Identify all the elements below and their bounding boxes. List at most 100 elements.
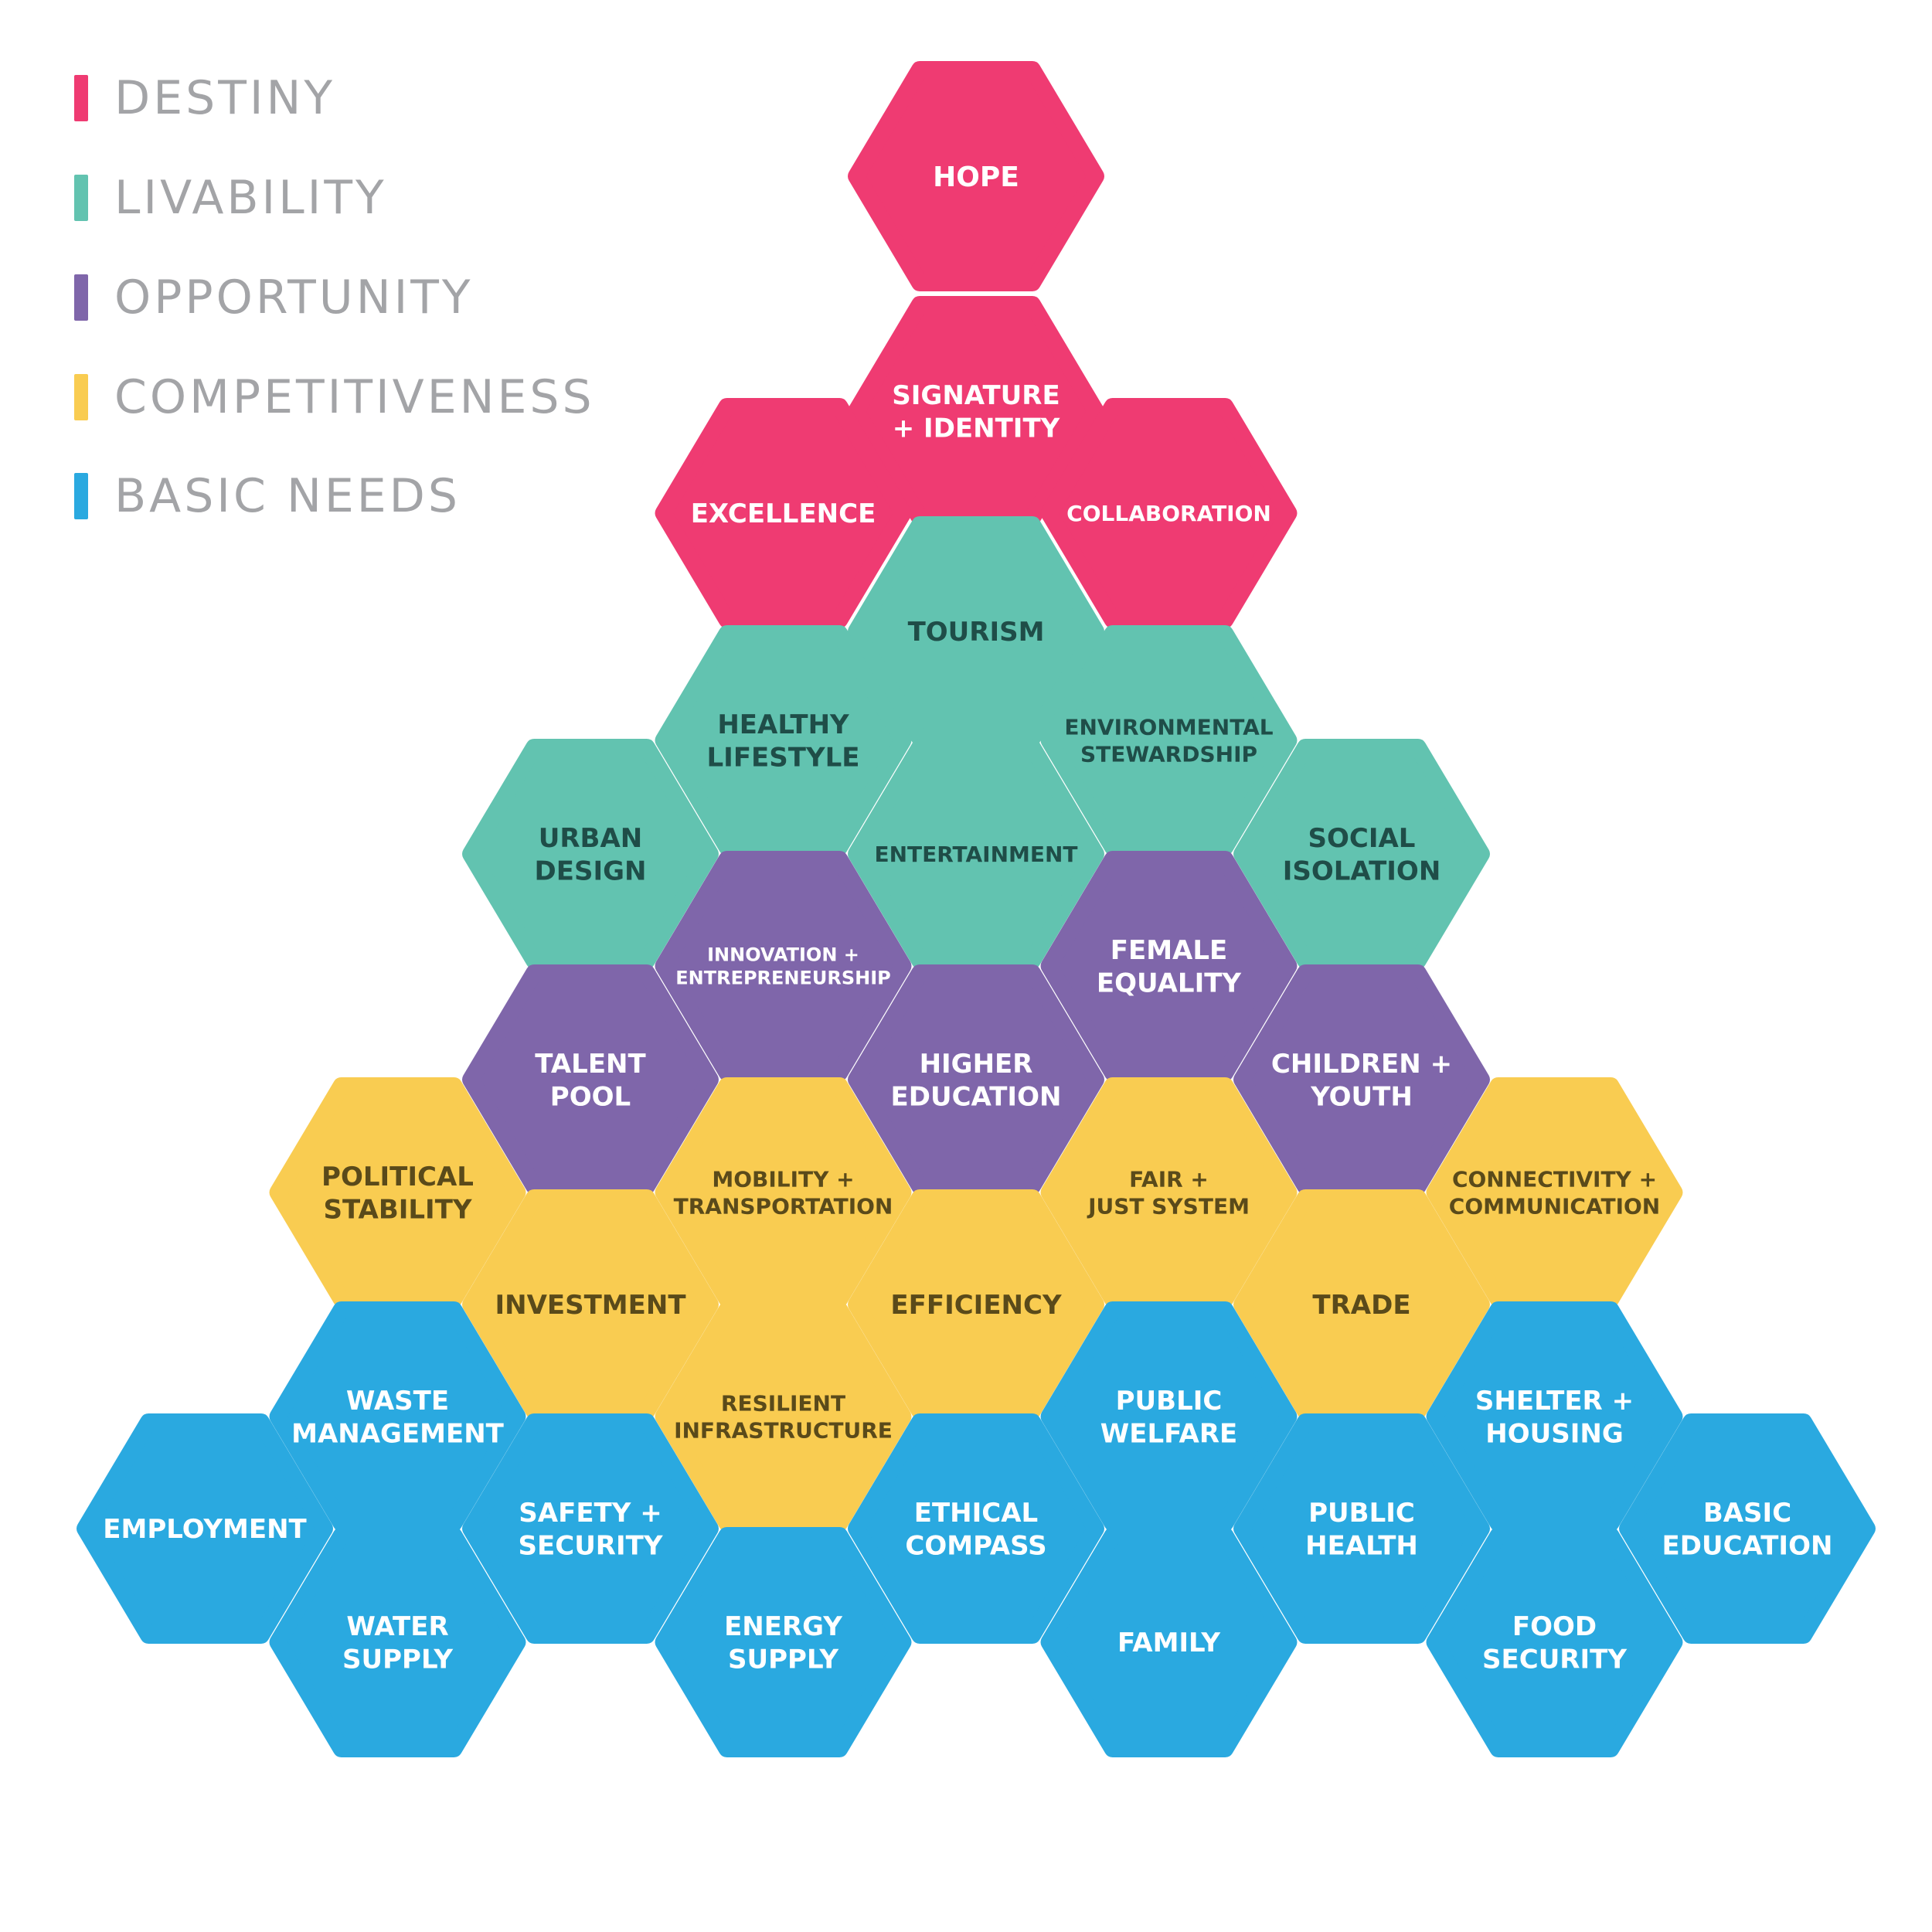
hex-shape [1233, 1413, 1490, 1644]
hex-label-line: STABILITY [323, 1194, 471, 1225]
hex-label-line: EXCELLENCE [691, 498, 876, 529]
hex-label-line: RESILIENT [721, 1391, 845, 1417]
legend-label-destiny: DESTINY [114, 71, 336, 125]
hex-entertainment: ENTERTAINMENT [848, 739, 1104, 969]
hex-children-youth: CHILDREN +YOUTH [1233, 964, 1490, 1195]
hex-label-line: EQUALITY [1097, 968, 1242, 998]
hex-shape [1040, 851, 1298, 1081]
hex-shape [655, 1077, 912, 1308]
hex-label-line: HIGHER [920, 1049, 1033, 1080]
hex-innovation-entrepreneurship: INNOVATION +ENTREPRENEURSHIP [655, 851, 912, 1081]
hex-label-line: HOPE [933, 162, 1019, 193]
hex-label-line: SUPPLY [342, 1644, 453, 1675]
hex-shape [848, 739, 1104, 969]
hex-label-line: LIFESTYLE [707, 742, 860, 773]
hex-label-line: TRANSPORTATION [674, 1194, 893, 1219]
hex-shape [1040, 1527, 1298, 1757]
hex-shelter-housing: SHELTER +HOUSING [1426, 1301, 1683, 1532]
hex-shape [848, 1189, 1104, 1420]
legend-swatch-basic-needs [74, 473, 88, 519]
hex-shape [848, 516, 1104, 747]
hex-label-line: INVESTMENT [495, 1290, 686, 1321]
hex-label-line: SAFETY + [519, 1498, 662, 1529]
hex-label-line: DESIGN [535, 855, 647, 886]
hex-shape [1040, 1301, 1298, 1532]
hex-label-line: EDUCATION [1662, 1530, 1833, 1561]
hex-shape [655, 851, 912, 1081]
hex-label: ENTERTAINMENT [874, 842, 1077, 867]
hex-collaboration: COLLABORATION [1040, 398, 1298, 628]
hex-label-line: MOBILITY + [712, 1167, 854, 1192]
hex-label-line: ENERGY [724, 1611, 842, 1642]
hex-label: SIGNATURE+ IDENTITY [892, 380, 1060, 444]
hex-label-line: CHILDREN + [1271, 1049, 1452, 1080]
hex-label-line: WASTE [346, 1386, 449, 1417]
hex-label: CONNECTIVITY +COMMUNICATION [1449, 1167, 1660, 1219]
hex-label-line: SIGNATURE [892, 380, 1060, 411]
hex-shape [1040, 625, 1298, 855]
hex-label-line: COLLABORATION [1066, 501, 1271, 526]
hex-label: TRADE [1312, 1290, 1410, 1321]
hex-label-line: EMPLOYMENT [103, 1514, 307, 1545]
hex-label-line: JUST SYSTEM [1087, 1194, 1250, 1219]
hex-shape [1426, 1527, 1683, 1757]
hex-label-line: TOURISM [908, 617, 1045, 648]
hex-tourism: TOURISM [848, 516, 1104, 747]
legend-swatch-opportunity [74, 274, 88, 321]
hex-shape [269, 1301, 526, 1532]
legend-swatch-livability [74, 175, 88, 221]
hex-label-line: SHELTER + [1475, 1386, 1634, 1417]
hex-shape [1040, 1077, 1298, 1308]
hex-label: HOPE [933, 162, 1019, 193]
hex-shape [655, 1301, 912, 1532]
hex-label-line: SECURITY [1482, 1644, 1627, 1675]
hex-shape [848, 61, 1104, 291]
hex-shape [462, 739, 719, 969]
hex-label-line: STEWARDSHIP [1080, 742, 1257, 767]
hex-label-line: + IDENTITY [893, 413, 1060, 444]
hex-shape [462, 1413, 719, 1644]
hex-label: FAIR +JUST SYSTEM [1087, 1167, 1250, 1219]
hex-label-line: FEMALE [1111, 935, 1228, 966]
hex-label-line: INFRASTRUCTURE [674, 1418, 893, 1444]
hex-label-line: ENTREPRENEURSHIP [675, 968, 891, 989]
hex-hope: HOPE [848, 61, 1104, 291]
hex-label-line: ENVIRONMENTAL [1064, 715, 1273, 740]
hex-label-line: EDUCATION [891, 1081, 1062, 1112]
hex-label-line: MANAGEMENT [291, 1418, 505, 1449]
hex-label: TOURISM [908, 617, 1045, 648]
hex-shape [1619, 1413, 1876, 1644]
hex-label: EMPLOYMENT [103, 1514, 307, 1545]
hex-shape [462, 964, 719, 1195]
hex-shape [655, 1527, 912, 1757]
legend-swatch-destiny [74, 75, 88, 121]
hex-label-line: INNOVATION + [707, 944, 859, 966]
hex-label-line: ISOLATION [1283, 855, 1441, 886]
hex-shape [77, 1413, 333, 1644]
hex-label-line: SECURITY [519, 1530, 663, 1561]
hex-label-line: COMMUNICATION [1449, 1194, 1660, 1219]
hex-label-line: EFFICIENCY [890, 1290, 1062, 1321]
hex-label-line: HOUSING [1485, 1418, 1623, 1449]
hex-efficiency: EFFICIENCY [848, 1189, 1104, 1420]
hex-shape [1426, 1301, 1683, 1532]
hex-label: COLLABORATION [1066, 501, 1271, 526]
hex-label: SAFETY +SECURITY [519, 1498, 663, 1562]
